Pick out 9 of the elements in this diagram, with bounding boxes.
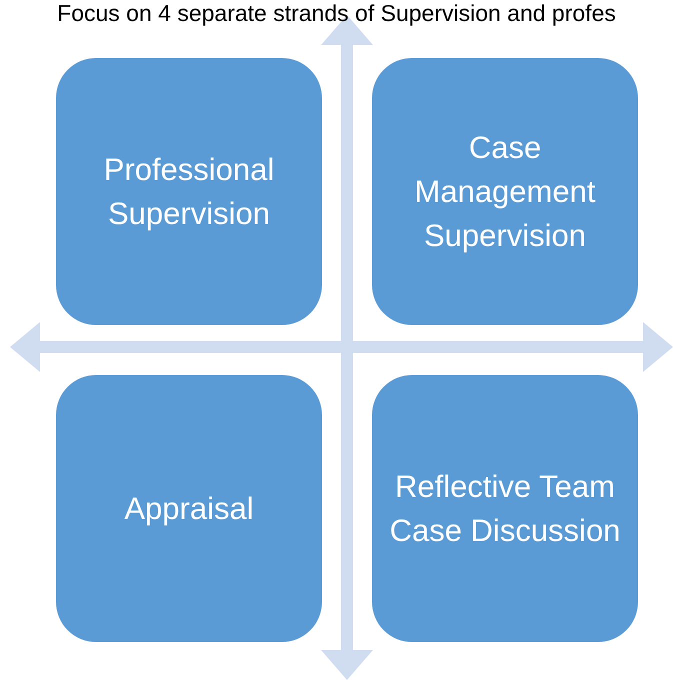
title: Focus on 4 separate strands of Supervision and profes [56,0,617,26]
quadrant-box [56,58,322,325]
quadrant-box [56,375,322,642]
box-label: Reflective Team Case Discussion [388,468,622,550]
quadrant-box [372,375,638,642]
quadrant-box [372,58,638,325]
box-label: Case Management Supervision [414,128,596,254]
box-label: Appraisal [124,490,254,528]
box-label: Professional Supervision [102,150,276,232]
